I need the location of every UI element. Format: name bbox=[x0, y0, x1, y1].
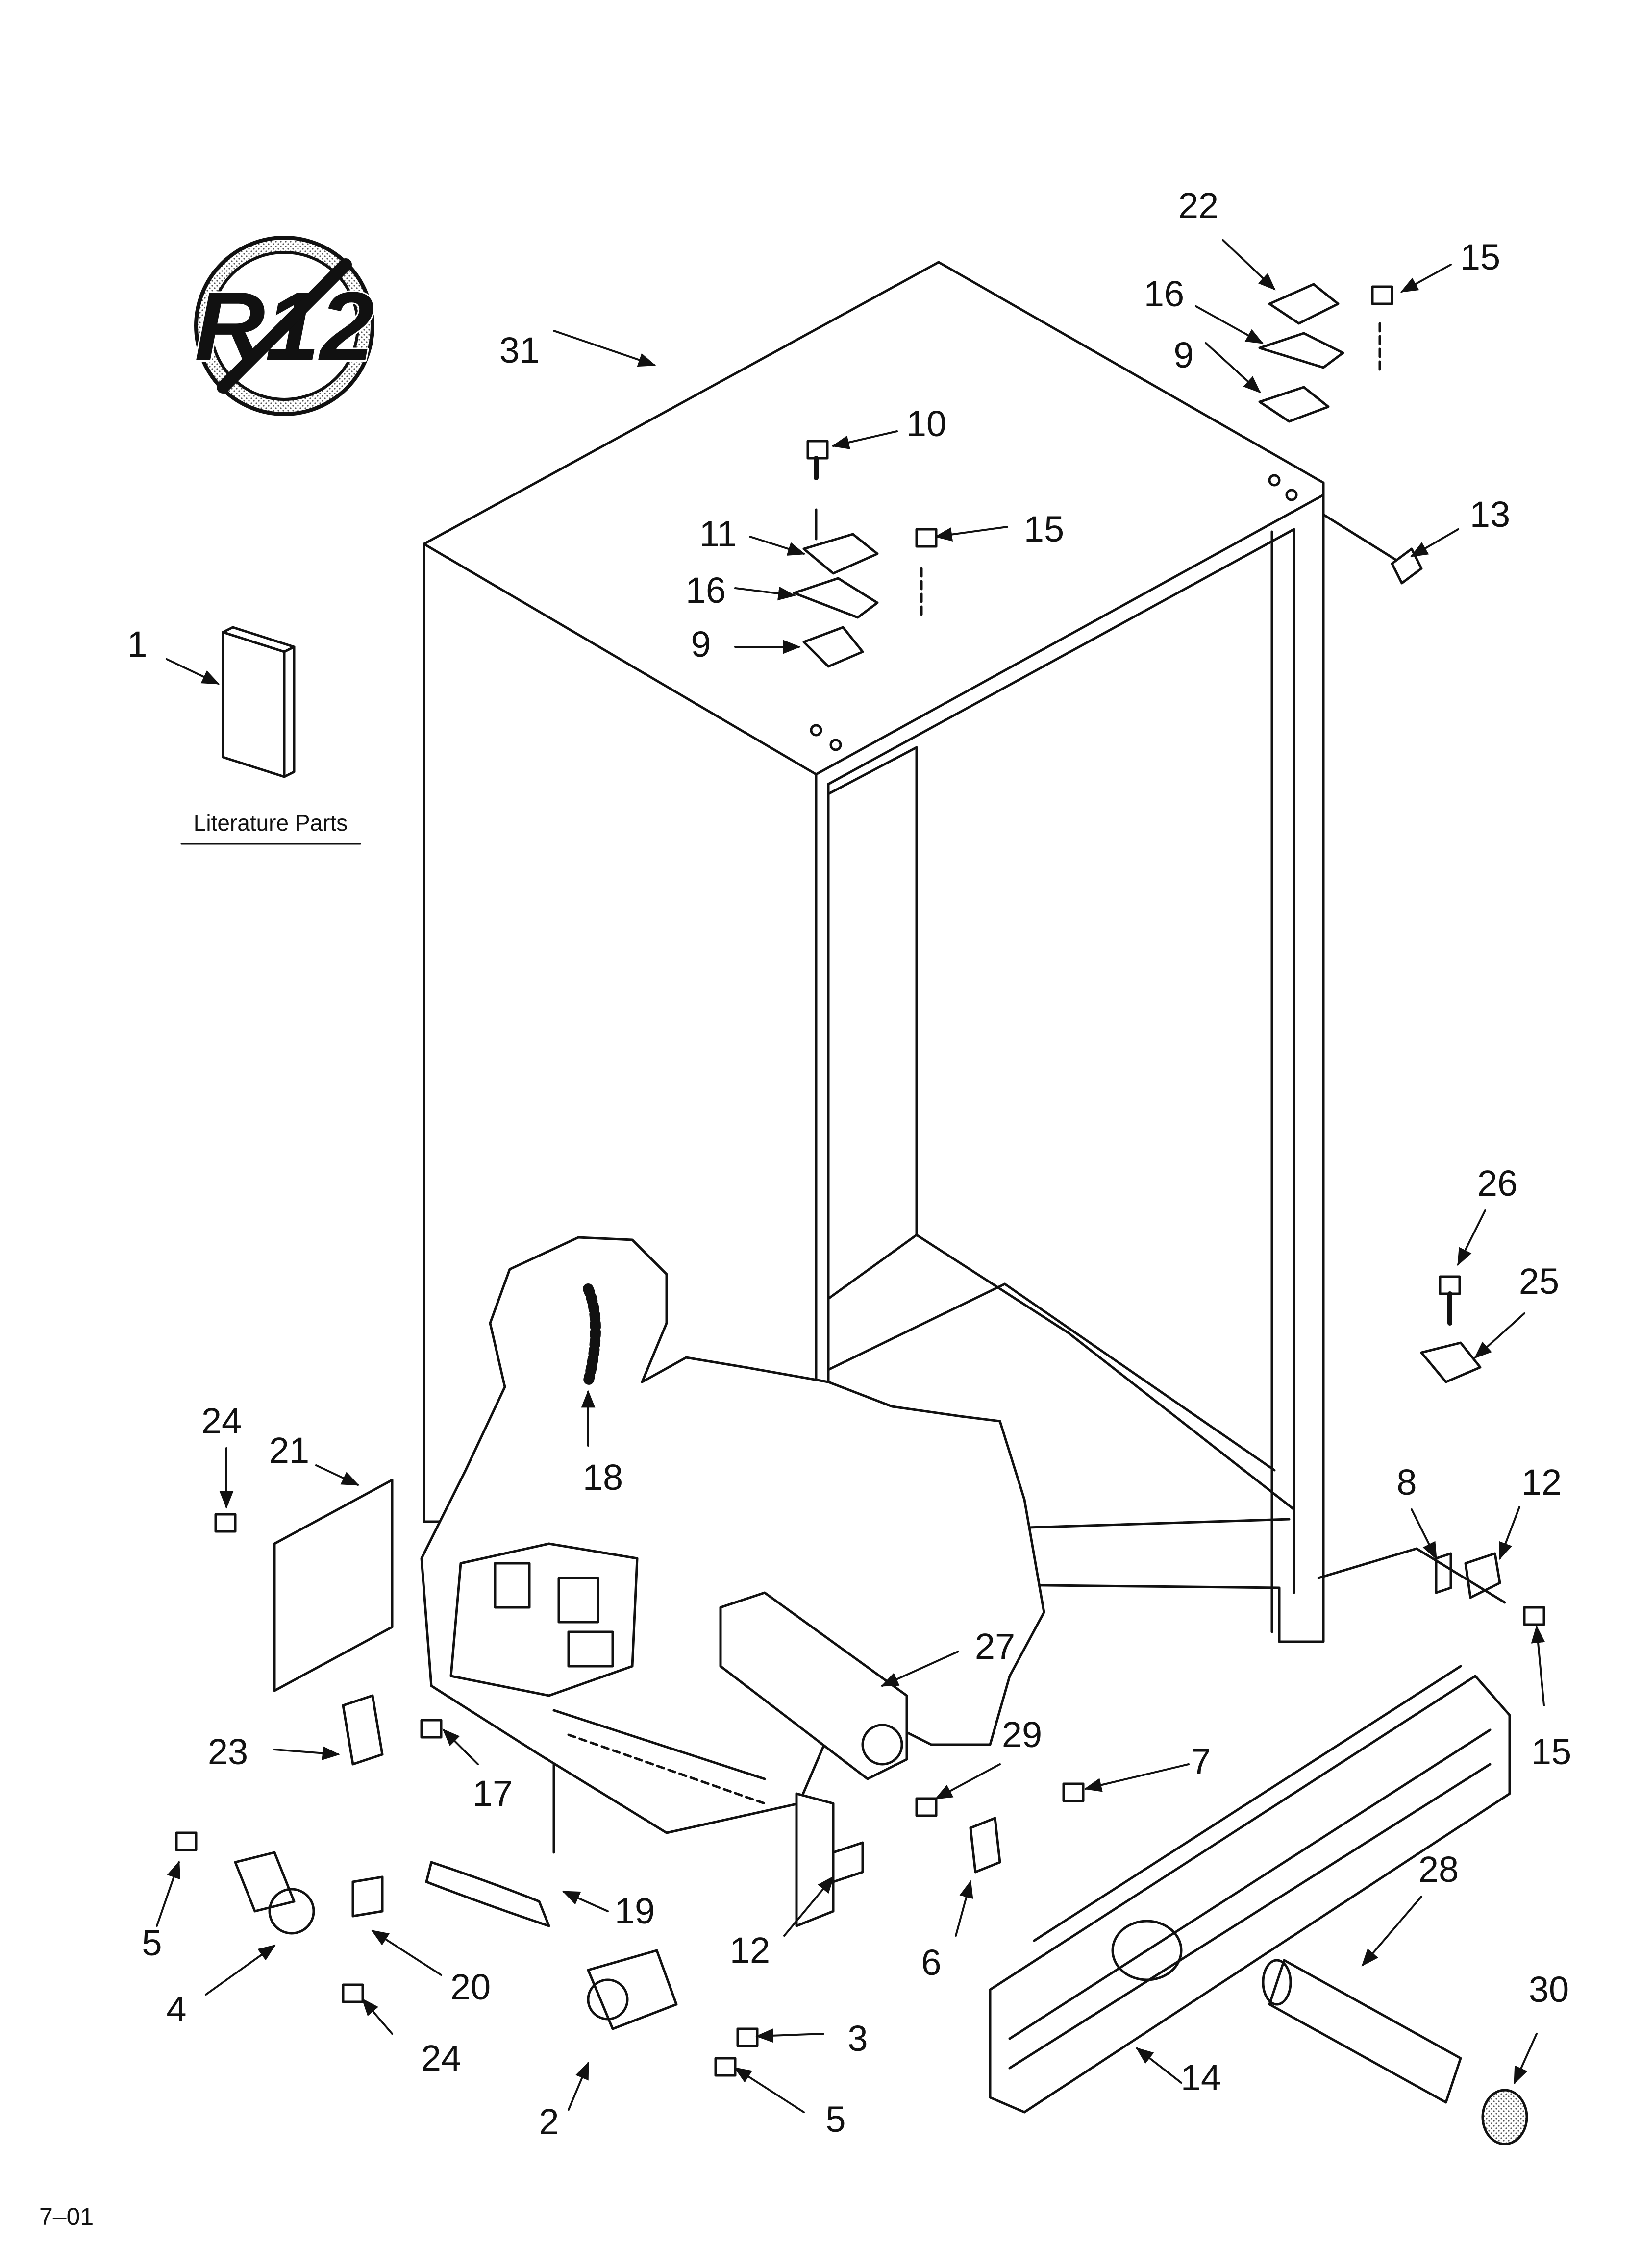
water-valve bbox=[719, 1591, 908, 1780]
callout-c26: 26 bbox=[1477, 1163, 1517, 1204]
callout-c9b: 9 bbox=[691, 624, 711, 665]
right-hinge-stack bbox=[1258, 283, 1423, 585]
leveling-and-brackets bbox=[1317, 1341, 1506, 1604]
callout-c15b: 15 bbox=[1024, 509, 1064, 549]
callout-c18: 18 bbox=[583, 1457, 623, 1498]
callout-c17: 17 bbox=[472, 1773, 513, 1814]
center-hinge-stack bbox=[793, 508, 923, 751]
callout-c5b: 5 bbox=[825, 2099, 845, 2140]
callout-c11: 11 bbox=[699, 514, 737, 554]
callout-c19: 19 bbox=[615, 1891, 655, 1931]
callout-c23: 23 bbox=[208, 1731, 248, 1772]
literature-parts-booklet bbox=[180, 626, 361, 845]
callout-c2: 2 bbox=[539, 2101, 559, 2142]
badge-text: R12 bbox=[195, 272, 374, 381]
callout-c25: 25 bbox=[1519, 1261, 1559, 1302]
callout-c31: 31 bbox=[499, 330, 540, 370]
callout-c9a: 9 bbox=[1173, 335, 1193, 375]
front-grille bbox=[989, 1665, 1511, 2114]
callout-c3: 3 bbox=[847, 2018, 868, 2059]
callout-c15a: 15 bbox=[1460, 237, 1500, 277]
callout-c7: 7 bbox=[1191, 1741, 1211, 1782]
callout-c4: 4 bbox=[166, 1989, 186, 2029]
callout-c16a: 16 bbox=[1144, 273, 1184, 314]
callout-c22: 22 bbox=[1178, 185, 1218, 226]
callout-c14: 14 bbox=[1181, 2057, 1221, 2098]
callout-c6: 6 bbox=[921, 1942, 941, 1983]
callout-c29: 29 bbox=[1002, 1714, 1042, 1755]
callout-c28: 28 bbox=[1418, 1849, 1459, 1890]
callout-c20: 20 bbox=[450, 1967, 491, 2007]
water-filter bbox=[1262, 1959, 1528, 2145]
callout-c1: 1 bbox=[127, 624, 147, 665]
literature-parts-label: Literature Parts bbox=[194, 810, 348, 836]
leader-lines bbox=[156, 239, 1545, 2113]
callout-c30: 30 bbox=[1529, 1969, 1569, 2010]
callout-c16b: 16 bbox=[686, 570, 726, 611]
callout-c24a: 24 bbox=[201, 1401, 242, 1441]
callout-c10: 10 bbox=[906, 403, 946, 444]
callout-c13: 13 bbox=[1470, 494, 1510, 535]
callout-c15c: 15 bbox=[1531, 1731, 1571, 1772]
callout-c21: 21 bbox=[269, 1430, 309, 1471]
no-r12-badge: R12 bbox=[193, 236, 375, 416]
left-small-parts bbox=[234, 1283, 1001, 2030]
callout-c24b: 24 bbox=[421, 2038, 461, 2078]
callout-c8: 8 bbox=[1396, 1462, 1417, 1503]
callout-c12b: 12 bbox=[730, 1930, 770, 1971]
callout-c27: 27 bbox=[975, 1626, 1015, 1667]
footer-code: 7–01 bbox=[39, 2203, 94, 2230]
callout-c5a: 5 bbox=[142, 1923, 162, 1963]
callout-c12a: 12 bbox=[1521, 1462, 1562, 1503]
